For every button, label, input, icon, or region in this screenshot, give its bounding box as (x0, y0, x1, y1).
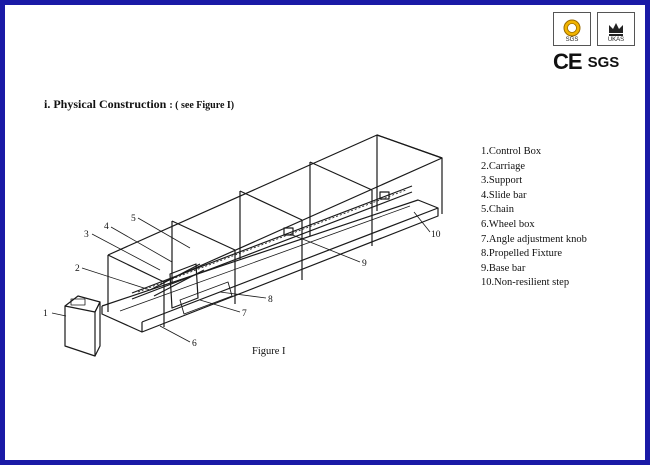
legend-item: 9.Base bar (481, 262, 526, 274)
legend-item: 6.Wheel box (481, 218, 535, 230)
apparatus-lines (51, 134, 443, 357)
ce-mark: CE (553, 49, 583, 74)
propelled-fixture (179, 281, 233, 315)
callout-3: 3 (84, 230, 89, 240)
wheel-box-b (379, 191, 390, 200)
callout-2: 2 (75, 264, 80, 274)
section-title: i. Physical Construction : ( see Figure … (44, 97, 234, 112)
seal-icon (563, 19, 581, 37)
badge-row: SGS UKAS (553, 12, 639, 46)
leader-8 (219, 291, 267, 299)
base-platform-top (101, 199, 439, 323)
legend-item: 3.Support (481, 175, 523, 187)
callout-4: 4 (104, 222, 109, 232)
callout-9: 9 (362, 259, 367, 269)
callout-7: 7 (242, 309, 247, 319)
leader-9 (289, 233, 361, 263)
legend-item: 7.Angle adjustment knob (481, 233, 587, 245)
ukas-badge: UKAS (597, 12, 635, 46)
base-platform-side (101, 306, 143, 333)
leader-3 (91, 233, 161, 271)
carriage (169, 263, 199, 309)
callout-6: 6 (192, 339, 197, 349)
leader-5 (137, 217, 191, 249)
sgs-mark: SGS (587, 53, 620, 71)
leader-2 (81, 267, 151, 291)
control-box-body (64, 305, 96, 357)
crown-icon (609, 23, 623, 36)
legend-item: 8.Propelled Fixture (481, 248, 563, 260)
callout-numbers: 1 2 3 4 5 6 7 8 9 10 (43, 214, 441, 349)
wheel-box-a (283, 227, 294, 236)
callout-5: 5 (131, 214, 136, 224)
parts-legend: 1.Control Box 2.Carriage 3.Support 4.Sli… (481, 145, 587, 291)
frame-crossbars (107, 134, 443, 283)
badge-left-label: SGS (565, 37, 579, 43)
callout-1: 1 (43, 309, 48, 319)
sgs-seal-badge: SGS (553, 12, 591, 46)
cert-marks: CE SGS (553, 51, 639, 73)
frame-front-posts (163, 158, 443, 327)
callout-8: 8 (268, 295, 273, 305)
legend-item: 5.Chain (481, 204, 514, 216)
certification-badges: SGS UKAS CE SGS (553, 12, 639, 73)
legend-item: 4.Slide bar (481, 189, 527, 201)
base-inner-rail (119, 205, 411, 312)
leader-1 (51, 312, 67, 317)
leader-4 (110, 226, 173, 263)
figure-caption: Figure I (252, 346, 286, 357)
legend-item: 10.Non-resilient step (481, 277, 570, 289)
leader-6 (159, 325, 191, 343)
section-subtitle: : ( see Figure I) (169, 100, 235, 111)
badge-right-label: UKAS (607, 37, 625, 43)
base-platform-front (141, 208, 439, 333)
leader-10 (413, 211, 431, 233)
frame-back-posts (107, 135, 378, 312)
legend-item: 1.Control Box (481, 146, 542, 157)
legend-item: 2.Carriage (481, 160, 526, 172)
angle-arm (149, 263, 205, 297)
control-box-side (94, 301, 101, 357)
control-box-panel (70, 298, 86, 306)
callout-10: 10 (431, 230, 441, 240)
leader-7 (199, 299, 241, 313)
section-title-text: i. Physical Construction (44, 97, 167, 111)
